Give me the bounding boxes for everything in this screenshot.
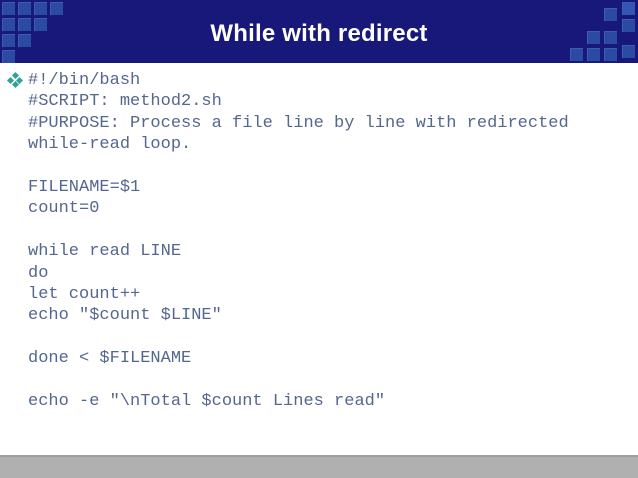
code-line: echo -e "\nTotal $count Lines read" bbox=[28, 392, 386, 412]
code-line: #SCRIPT: method2.sh bbox=[28, 92, 222, 112]
decor-square bbox=[2, 18, 15, 31]
decor-square bbox=[604, 31, 617, 44]
decor-square bbox=[622, 19, 635, 32]
decor-square bbox=[622, 45, 635, 58]
title-bar: While with redirect bbox=[0, 0, 638, 63]
decor-square bbox=[622, 2, 635, 15]
code-line bbox=[28, 370, 634, 391]
code-line: while read LINE bbox=[28, 242, 182, 262]
decor-square bbox=[18, 18, 31, 31]
code-line: #PURPOSE: Process a file line by line wi… bbox=[28, 113, 569, 133]
code-line: let count++ bbox=[28, 285, 141, 305]
decor-square bbox=[34, 2, 47, 15]
code-line: done < $FILENAME bbox=[28, 349, 192, 369]
code-line bbox=[28, 156, 634, 177]
code-block: #!/bin/bash #SCRIPT: method2.sh #PURPOSE… bbox=[28, 70, 634, 412]
decor-square bbox=[2, 50, 15, 63]
decor-square bbox=[50, 2, 63, 15]
four-diamonds-bullet-icon bbox=[6, 71, 24, 89]
decor-square bbox=[34, 18, 47, 31]
decor-square bbox=[587, 48, 600, 61]
decor-square bbox=[2, 2, 15, 15]
code-line: while-read loop. bbox=[28, 135, 192, 155]
decor-square bbox=[18, 2, 31, 15]
decor-square bbox=[604, 8, 617, 21]
decor-square bbox=[18, 34, 31, 47]
decor-square bbox=[570, 48, 583, 61]
code-line bbox=[28, 327, 634, 348]
code-line: count=0 bbox=[28, 199, 100, 219]
decor-square bbox=[587, 31, 600, 44]
code-line: echo "$count $LINE" bbox=[28, 306, 222, 326]
slide-title: While with redirect bbox=[210, 19, 428, 47]
code-line: #!/bin/bash bbox=[28, 71, 141, 90]
decor-square bbox=[2, 34, 15, 47]
code-line bbox=[28, 220, 634, 241]
code-line: do bbox=[28, 263, 49, 283]
footer-bar bbox=[0, 455, 638, 478]
decor-square bbox=[604, 48, 617, 61]
code-line: FILENAME=$1 bbox=[28, 178, 141, 198]
